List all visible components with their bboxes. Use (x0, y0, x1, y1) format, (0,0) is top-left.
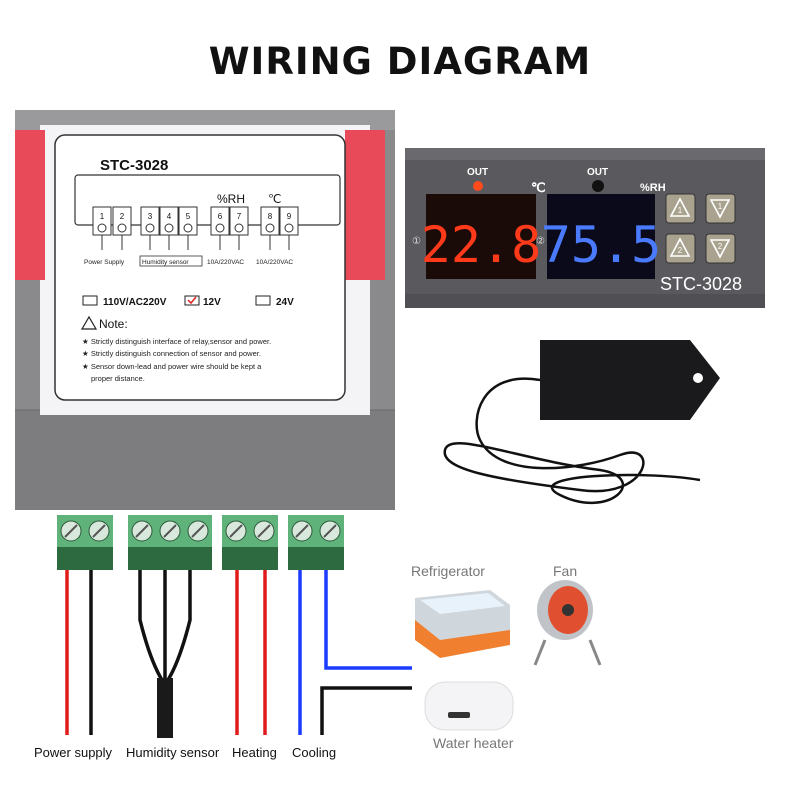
screw-icon (284, 223, 294, 233)
triangle-down-icon (709, 239, 731, 259)
terminal-block (222, 515, 278, 570)
terminal-number: 6 (218, 212, 223, 221)
humidity-cable (157, 678, 173, 738)
temperature-display (426, 194, 536, 279)
screw-icon (234, 223, 244, 233)
terminal-number: 9 (287, 212, 292, 221)
svg-text:2: 2 (678, 246, 683, 255)
fan-label: Fan (553, 563, 578, 579)
svg-text:110V/AC220V: 110V/AC220V (103, 297, 167, 308)
svg-text:2: 2 (718, 242, 723, 251)
triangle-down-icon (709, 199, 731, 219)
c-group-label: ℃ (268, 192, 281, 206)
terminal-number: 5 (186, 212, 191, 221)
svg-text:1: 1 (678, 206, 683, 215)
svg-text:②: ② (536, 236, 545, 247)
page-title: WIRING DIAGRAM (208, 40, 592, 83)
svg-text:★ Sensor down-lead and power w: ★ Sensor down-lead and power wire should… (82, 362, 262, 371)
wiring-label-power: Power supply (34, 745, 113, 760)
voltage-options: 110V/AC220V 12V 24V (82, 295, 294, 308)
terminal-blocks (57, 515, 344, 570)
svg-text:℃: ℃ (531, 180, 546, 195)
terminal-block (57, 515, 113, 570)
controller-front (405, 148, 765, 308)
relay-rating-c: 10A/220VAC (256, 259, 293, 266)
out1-led (473, 181, 483, 191)
notes: ★ Strictly distinguish interface of rela… (82, 337, 271, 383)
warning-icon (80, 315, 98, 330)
screw-icon (97, 223, 107, 233)
mounting-clip-left (15, 130, 45, 280)
relay-rating-rh: 10A/220VAC (207, 259, 244, 266)
refrigerator-image (415, 590, 510, 658)
screw-icon (215, 223, 225, 233)
checkmark-icon (187, 296, 197, 305)
mounting-clip-right (345, 130, 385, 280)
fan-image (533, 580, 602, 666)
panel-model: STC-3028 (100, 157, 168, 174)
button-up-1[interactable]: 1 (665, 193, 696, 224)
rh-group-label: %RH (217, 192, 245, 206)
wiring-label-humidity: Humidity sensor (126, 745, 220, 760)
button-up-2[interactable]: 2 (665, 233, 696, 264)
svg-text:★ Strictly distinguish connect: ★ Strictly distinguish connection of sen… (82, 349, 261, 358)
screw-icon (183, 223, 193, 233)
wiring-label-heating: Heating (232, 745, 277, 760)
button-down-2[interactable]: 2 (705, 233, 736, 264)
screw-icon (117, 223, 127, 233)
water-heater-image (424, 681, 514, 731)
svg-text:%RH: %RH (640, 182, 666, 194)
humidity-value: 75.5 (541, 216, 661, 274)
svg-text:OUT: OUT (587, 167, 608, 178)
svg-text:24V: 24V (276, 297, 294, 308)
svg-text:①: ① (412, 236, 421, 247)
svg-text:1: 1 (718, 202, 723, 211)
humidity-display (547, 194, 655, 279)
svg-text:OUT: OUT (467, 167, 488, 178)
svg-text:12V: 12V (203, 297, 221, 308)
terminal-number: 1 (100, 212, 105, 221)
controller-back (15, 110, 395, 510)
terminal-block (288, 515, 344, 570)
front-model: STC-3028 (660, 274, 742, 294)
power-supply-label: Power Supply (84, 259, 125, 266)
water-heater-label: Water heater (433, 735, 514, 751)
triangle-up-icon (669, 237, 691, 257)
terminal-block (128, 515, 212, 570)
label-panel (54, 134, 346, 401)
screw-icon (145, 223, 155, 233)
temperature-value: 22.8 (421, 216, 541, 274)
button-down-1[interactable]: 1 (705, 193, 736, 224)
terminal-number: 7 (237, 212, 242, 221)
wiring-label-cooling: Cooling (292, 745, 337, 760)
humidity-probe (443, 340, 720, 505)
out2-led (592, 180, 604, 192)
terminal-number: 4 (167, 212, 172, 221)
screw-icon (164, 223, 174, 233)
terminal-number: 3 (148, 212, 153, 221)
wires (65, 570, 412, 738)
terminal-number: 2 (120, 212, 125, 221)
triangle-up-icon (669, 197, 691, 217)
terminal-number: 8 (268, 212, 273, 221)
svg-text:★ Strictly distinguish interfa: ★ Strictly distinguish interface of rela… (82, 337, 271, 346)
note-title: Note: (99, 317, 128, 331)
humidity-sensor-label: Humidity sensor (142, 259, 189, 266)
refrigerator-label: Refrigerator (411, 563, 485, 579)
svg-text:proper distance.: proper distance. (91, 374, 145, 383)
screw-icon (265, 223, 275, 233)
